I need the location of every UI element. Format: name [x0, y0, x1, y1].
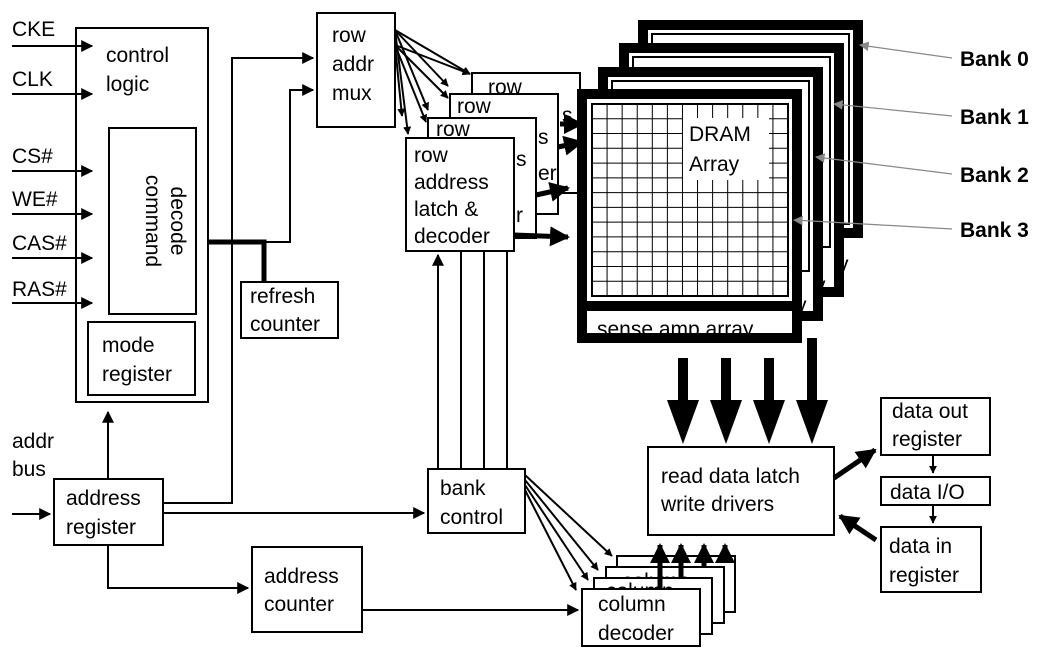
read-latch-label-1: read data latch	[661, 465, 800, 488]
control-logic-label-1: control	[106, 44, 169, 67]
column-to-latch-arrows	[650, 543, 735, 589]
data-out-register-block: data out register	[880, 397, 991, 456]
mode-register-label-1: mode	[102, 334, 155, 357]
row-addr-mux-block: row addr mux	[316, 12, 396, 128]
bank-2-label: Bank 2	[960, 164, 1029, 187]
dram-array-label-2: Array	[689, 153, 740, 176]
signal-cs: CS#	[12, 145, 53, 168]
row-decoder-label-2: address	[414, 171, 489, 194]
address-counter-block: address counter	[251, 546, 363, 633]
sense-amp-label: sense amp array	[597, 318, 754, 341]
command-decode-label-2: decode	[166, 187, 189, 256]
bank-3-pointer	[793, 215, 953, 230]
data-io-label: data I/O	[890, 481, 965, 504]
row-decoder-partial-r: r	[516, 204, 523, 227]
row-mux-label-1: row	[332, 24, 367, 47]
row-decoder-back-label-2: row	[457, 95, 492, 118]
signal-ras: RAS#	[12, 278, 67, 301]
bank-3-label: Bank 3	[960, 219, 1029, 242]
bank-2-pointer	[815, 153, 953, 175]
read-latch-label-2: write drivers	[660, 493, 774, 516]
data-out-label-2: register	[892, 428, 962, 451]
row-decoder-back-label-3: row	[436, 118, 471, 141]
bank-control-label-2: control	[440, 506, 503, 529]
address-register-block: address register	[53, 478, 164, 546]
signal-cas: CAS#	[12, 232, 67, 255]
latch-to-data-out-arrow	[832, 447, 877, 481]
bank-edge-y-2: y	[815, 274, 826, 297]
bank-1-label: Bank 1	[960, 106, 1029, 129]
row-decoder-block: row address latch & decoder	[405, 137, 515, 252]
command-decode-label-1: command	[141, 175, 164, 267]
address-counter-label-2: counter	[264, 593, 334, 616]
input-signals: CKE CLK CS# WE# CAS# RAS#	[12, 18, 94, 309]
bank-labels: Bank 0 Bank 1 Bank 2 Bank 3	[793, 41, 1029, 242]
control-logic-label-2: logic	[106, 73, 149, 96]
dram-array-label-1: DRAM	[689, 123, 751, 146]
data-out-label-1: data out	[892, 400, 968, 423]
mode-register-label-2: register	[102, 363, 172, 386]
data-io-block: data I/O	[880, 476, 991, 506]
bank-control-block: bank control	[427, 468, 526, 534]
row-decoder-label-1: row	[414, 144, 449, 167]
row-decoder-partial-s: s	[538, 126, 549, 149]
addr-to-row-mux-arrow	[163, 52, 315, 504]
refresh-counter-label-2: counter	[250, 313, 320, 336]
column-decoder-block: column decoder	[581, 588, 701, 647]
signal-cke: CKE	[12, 18, 55, 41]
row-mux-fanout-arrows	[394, 29, 471, 135]
refresh-counter-block: refresh counter	[240, 281, 339, 339]
row-decoder-label-3: latch &	[414, 198, 478, 221]
command-decode-block: command decode	[108, 127, 197, 315]
bank-control-to-row-decoder-lines	[432, 251, 508, 469]
bank-0-label: Bank 0	[960, 48, 1029, 71]
addr-bus-label-1: addr	[12, 430, 54, 453]
data-in-label-2: register	[889, 564, 959, 587]
bank-control-label-1: bank	[440, 477, 486, 500]
decode-to-refresh-line	[208, 239, 267, 282]
mode-register-block: mode register	[87, 321, 196, 396]
row-decoder-label-4: decoder	[414, 225, 490, 248]
row-mux-label-2: addr	[332, 53, 374, 76]
address-register-label-1: address	[66, 487, 141, 510]
row-decoder-partial-er: er	[538, 162, 557, 185]
data-in-register-block: data in register	[880, 526, 982, 593]
addr-to-address-counter-arrow	[107, 545, 250, 594]
data-in-to-latch-arrow	[838, 513, 878, 543]
bank-control-to-column-arrows	[524, 474, 613, 591]
sense-amp-block: sense amp array	[582, 301, 797, 341]
column-decoder-label-1: column	[598, 593, 666, 616]
address-counter-label-1: address	[264, 565, 339, 588]
signal-clk: CLK	[12, 68, 53, 91]
dram-array-block: DRAM Array	[591, 103, 789, 297]
addr-bus-label-2: bus	[12, 458, 46, 481]
column-decoder-label-2: decoder	[598, 622, 674, 645]
data-in-label-1: data in	[889, 535, 952, 558]
row-decoder-partial-s-2: s	[516, 148, 527, 171]
bank-0-pointer	[859, 41, 953, 59]
address-register-label-2: register	[66, 516, 136, 539]
refresh-to-row-mux-arrow	[264, 84, 315, 243]
signal-we: WE#	[12, 188, 58, 211]
refresh-counter-label-1: refresh	[250, 285, 315, 308]
bank-edge-y-1: y	[838, 253, 849, 276]
bank-edge-y-3: y	[796, 294, 807, 317]
read-data-latch-block: read data latch write drivers	[647, 446, 835, 536]
row-mux-label-3: mux	[332, 82, 372, 105]
bank-1-pointer	[833, 100, 953, 117]
sense-amp-to-latch-arrows	[667, 338, 828, 444]
